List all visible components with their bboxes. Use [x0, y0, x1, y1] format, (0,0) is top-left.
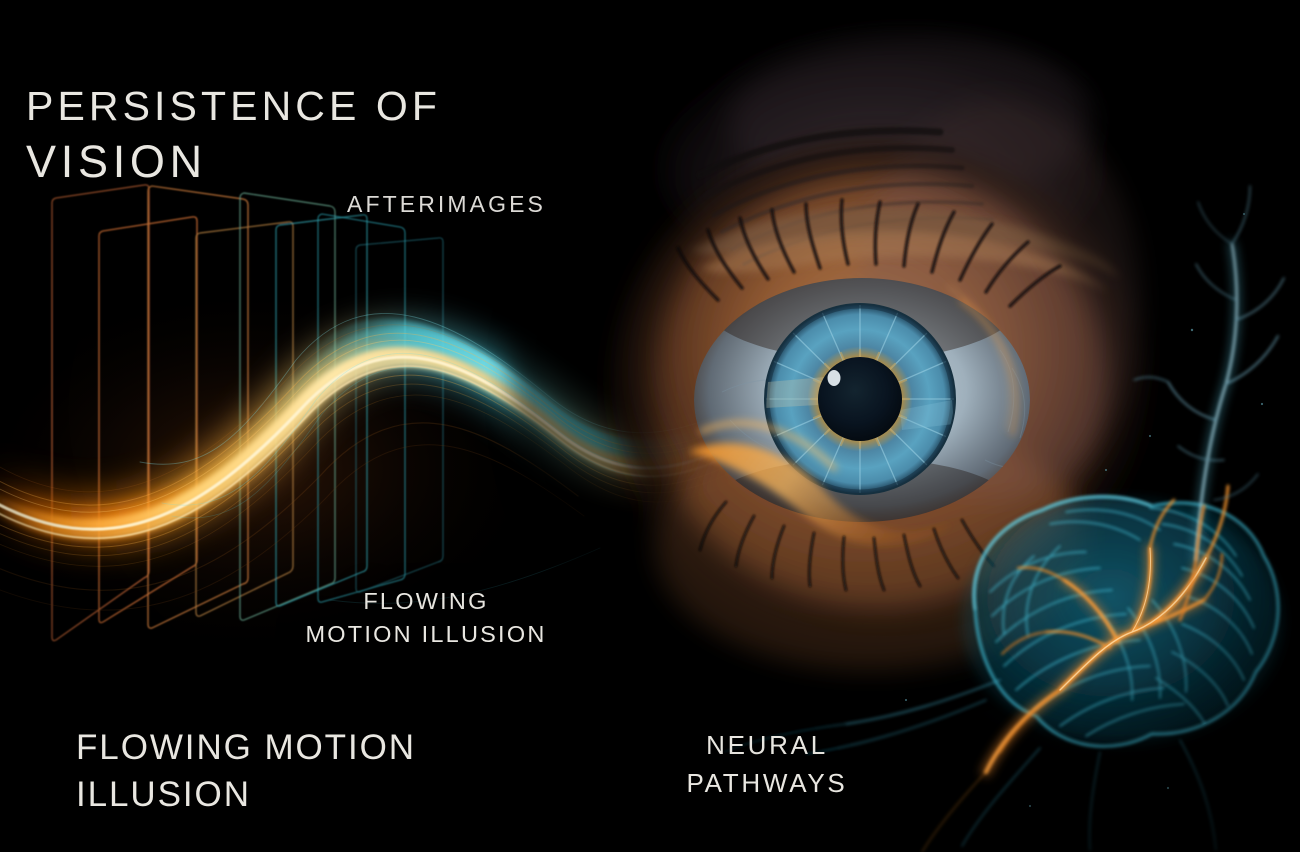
illustration-canvas: PERSISTENCE OF VISION AFTERIMAGES FLOWIN…: [0, 0, 1300, 852]
vignette-layer: [0, 0, 1300, 852]
